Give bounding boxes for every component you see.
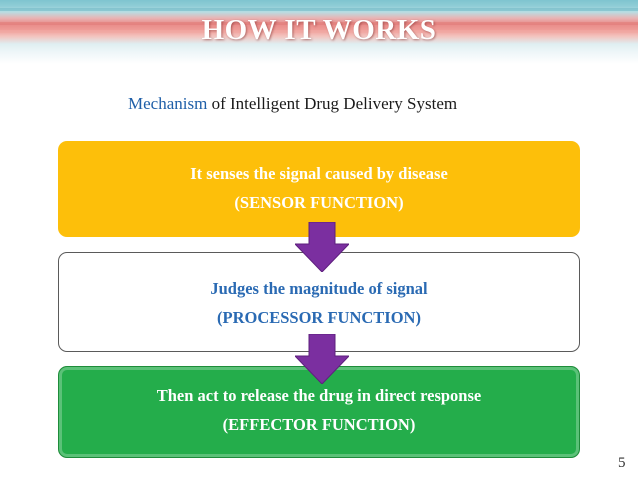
effector-description: Then act to release the drug in direct r… [156,386,482,405]
slide-subtitle: Mechanism of Intelligent Drug Delivery S… [128,94,457,114]
sensor-function-box: It senses the signal caused by disease (… [58,141,580,237]
page-number: 5 [618,455,626,471]
banner-stripe [0,8,638,11]
subtitle-accent: Mechanism [128,94,208,113]
sensor-label: (SENSOR FUNCTION) [234,193,404,212]
processor-description: Judges the magnitude of signal [210,279,428,298]
effector-label: (EFFECTOR FUNCTION) [222,415,416,434]
banner-stripe [0,22,638,25]
down-arrow-icon [295,222,349,272]
header-banner [0,0,638,64]
sensor-description: It senses the signal caused by disease [190,164,448,183]
effector-function-box: Then act to release the drug in direct r… [58,366,580,458]
down-arrow-icon [295,334,349,384]
banner-stripe [0,30,638,33]
subtitle-rest: of Intelligent Drug Delivery System [207,94,458,113]
slide-title: HOW IT WORKS [201,14,437,46]
processor-label: (PROCESSOR FUNCTION) [217,308,421,327]
